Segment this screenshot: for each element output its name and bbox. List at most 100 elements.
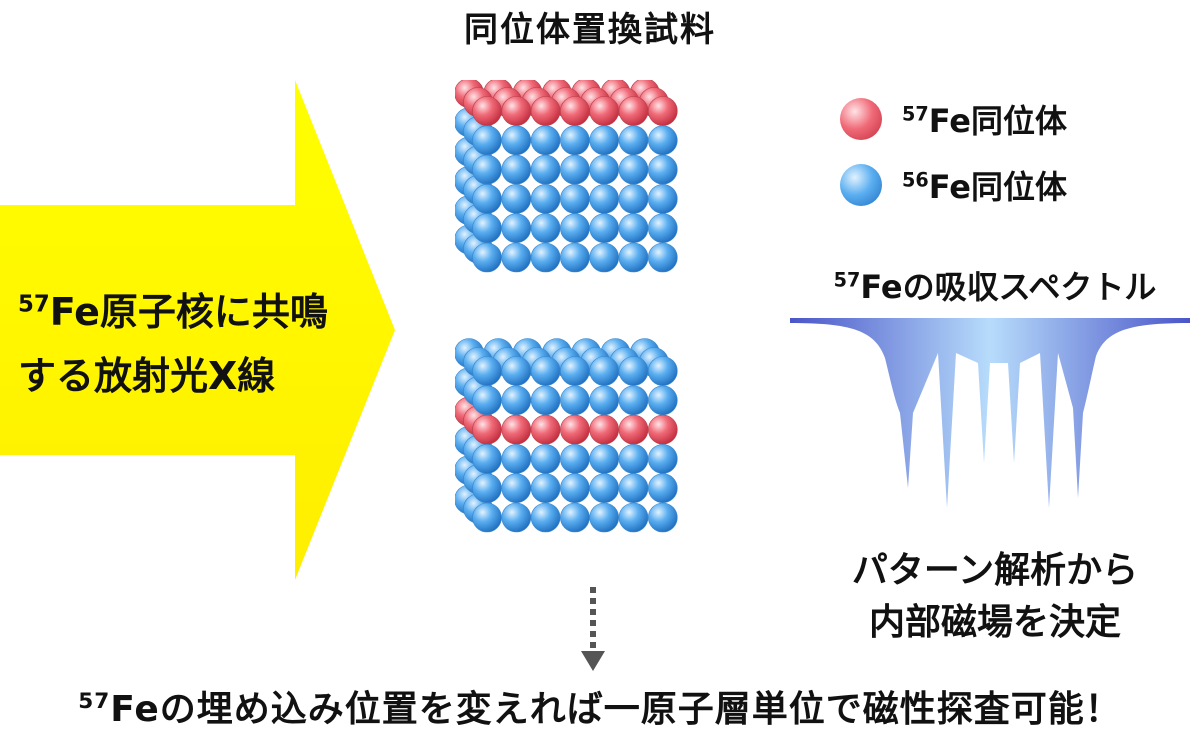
legend-57fe-text: Fe同位体 — [928, 102, 1067, 140]
xray-isotope-number: 57 — [18, 291, 50, 318]
atom-56fe — [618, 184, 649, 214]
pattern-line2: 内部磁場を決定 — [868, 602, 1121, 643]
atom-56fe — [472, 154, 502, 185]
atom-56fe — [618, 356, 649, 386]
atom-56fe — [472, 356, 502, 386]
atom-56fe — [648, 154, 678, 185]
atom-56fe — [618, 385, 649, 416]
atom-56fe — [618, 444, 649, 474]
atom-56fe — [589, 125, 619, 156]
atom-57fe — [501, 414, 532, 445]
atom-57fe — [530, 414, 561, 445]
spectrum-curve — [790, 318, 1190, 508]
atom-56fe — [560, 242, 590, 273]
atom-56fe — [472, 125, 502, 156]
atom-56fe — [648, 473, 678, 504]
atom-56fe — [648, 444, 678, 474]
atom-57fe — [560, 414, 590, 445]
pattern-analysis-text: パターン解析から 内部磁場を決定 — [790, 545, 1200, 649]
atom-56fe — [589, 213, 619, 243]
atom-56fe — [560, 356, 590, 386]
isotope-sample-cubes — [455, 80, 678, 533]
atom-56fe — [530, 213, 561, 243]
atom-56fe — [530, 184, 561, 214]
atom-56fe — [501, 184, 532, 214]
atom-56fe — [530, 154, 561, 185]
xray-label-line2: する放射光X線 — [18, 354, 276, 398]
xray-arrow — [0, 80, 395, 580]
atom-56fe — [501, 213, 532, 243]
spectrum-title: 57Feの吸収スペクトル — [795, 262, 1195, 308]
legend-57fe-label: 57Fe同位体 — [902, 96, 1067, 142]
atom-56fe — [648, 385, 678, 416]
diagram-title: 同位体置換試料 — [464, 10, 716, 50]
atom-57fe — [501, 96, 532, 126]
atom-56fe — [589, 154, 619, 185]
atom-56fe — [648, 184, 678, 214]
atom-56fe — [589, 242, 619, 273]
atom-56fe — [472, 473, 502, 504]
atom-56fe — [501, 502, 532, 533]
atom-56fe — [618, 242, 649, 273]
atom-56fe — [589, 385, 619, 416]
atom-57fe — [560, 96, 590, 126]
xray-label-line1-text: Fe原子核に共鳴 — [49, 290, 328, 334]
conclusion-text-body: Feの埋め込み位置を変えれば一原子層単位で磁性探査可能！ — [110, 689, 1122, 730]
atom-56fe — [618, 213, 649, 243]
atom-56fe — [501, 242, 532, 273]
atom-57fe — [589, 96, 619, 126]
atom-56fe — [648, 242, 678, 273]
atom-56fe — [618, 502, 649, 533]
atom-56fe — [560, 125, 590, 156]
absorption-spectrum — [790, 318, 1190, 508]
xray-label-line1: 57Fe原子核に共鳴 — [18, 280, 378, 344]
atom-56fe — [589, 473, 619, 504]
conclusion-text: 57Feの埋め込み位置を変えれば一原子層単位で磁性探査可能！ — [0, 680, 1200, 732]
atom-56fe — [472, 502, 502, 533]
atom-56fe — [648, 125, 678, 156]
atom-57fe — [648, 96, 678, 126]
atom-56fe — [560, 385, 590, 416]
atom-57fe — [472, 414, 502, 445]
atom-56fe — [560, 502, 590, 533]
dotted-down-arrow — [581, 587, 605, 671]
atom-56fe — [560, 444, 590, 474]
pattern-line1: パターン解析から — [851, 550, 1139, 591]
atom-56fe — [501, 473, 532, 504]
sample-top-57fe-surface — [455, 80, 678, 273]
legend-56fe: 56Fe同位体 — [840, 160, 1160, 210]
atom-56fe — [472, 385, 502, 416]
atom-56fe — [560, 184, 590, 214]
spectrum-isotope-number: 57 — [833, 268, 861, 292]
atom-57fe — [530, 96, 561, 126]
atom-56fe — [472, 444, 502, 474]
conclusion-isotope-number: 57 — [78, 689, 111, 715]
dotted-arrow-head — [581, 651, 605, 671]
sample-bottom-57fe-buried-layer — [455, 338, 678, 533]
atom-56fe — [589, 502, 619, 533]
legend-56fe-text: Fe同位体 — [928, 168, 1067, 206]
legend-57fe-swatch — [840, 98, 882, 140]
atom-57fe — [618, 414, 649, 445]
atom-56fe — [501, 154, 532, 185]
atom-56fe — [618, 154, 649, 185]
atom-57fe — [472, 96, 502, 126]
atom-56fe — [530, 473, 561, 504]
atom-56fe — [648, 213, 678, 243]
atom-56fe — [589, 356, 619, 386]
atom-56fe — [472, 213, 502, 243]
atom-56fe — [560, 213, 590, 243]
atom-57fe — [618, 96, 649, 126]
atom-56fe — [648, 356, 678, 386]
atom-56fe — [501, 125, 532, 156]
legend-57fe-number: 57 — [902, 102, 929, 126]
atom-56fe — [560, 154, 590, 185]
atom-56fe — [501, 444, 532, 474]
atom-56fe — [648, 502, 678, 533]
atom-57fe — [589, 414, 619, 445]
legend-56fe-swatch — [840, 164, 882, 206]
atom-56fe — [530, 242, 561, 273]
atom-56fe — [501, 356, 532, 386]
atom-56fe — [530, 125, 561, 156]
xray-arrow-shape — [0, 80, 395, 580]
